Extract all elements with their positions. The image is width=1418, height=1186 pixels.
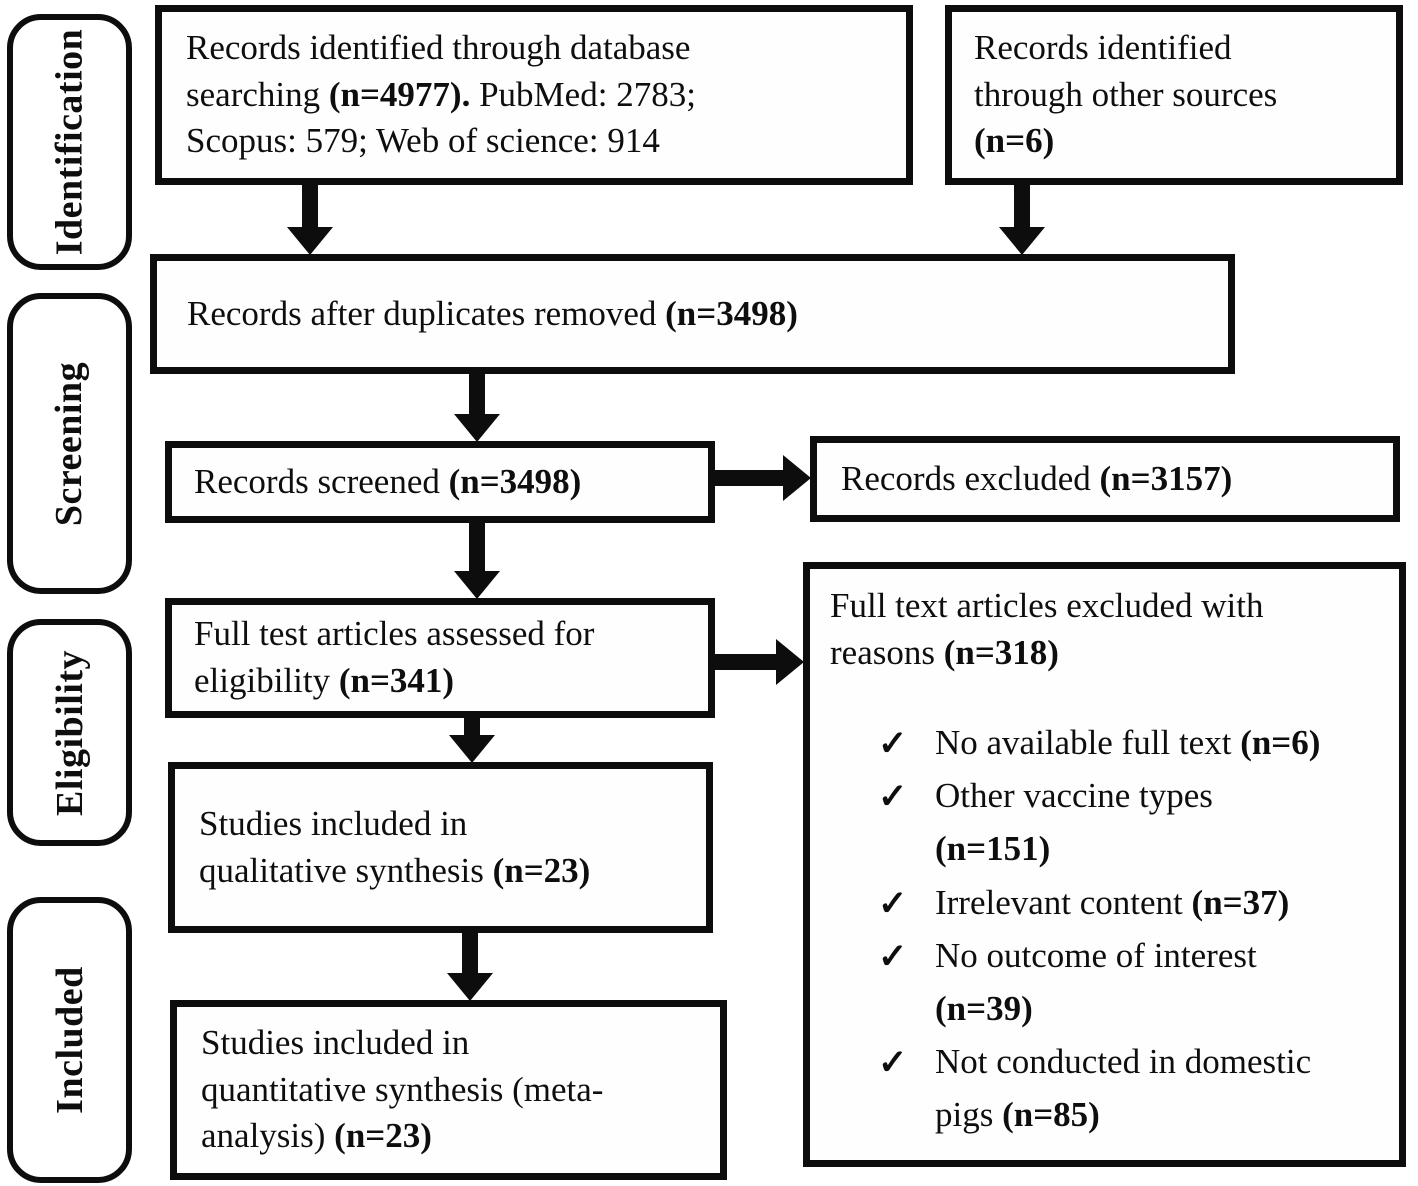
stage-included-label: Included (48, 966, 91, 1114)
count-n23-quant: (n=23) (334, 1116, 432, 1156)
count-n318: (n=318) (943, 632, 1059, 672)
box-other-sources-text: Records identified through other sources… (952, 12, 1287, 165)
box-qualitative-synthesis-text: Studies included in qualitative synthesi… (175, 801, 590, 894)
box-qualitative-synthesis: Studies included in qualitative synthesi… (168, 762, 713, 933)
stage-screening: Screening (7, 293, 132, 594)
text-segment: Not conducted in domestic pigs (935, 1042, 1312, 1135)
arrow-shaft (1014, 185, 1030, 227)
text-segment: Studies included in qualitative synthesi… (199, 803, 484, 890)
box-duplicates-removed: Records after duplicates removed (n=3498… (150, 254, 1235, 374)
arrow-shaft (715, 470, 783, 486)
arrow-head (783, 455, 811, 501)
box-database-search-text: Records identified through database sear… (162, 12, 714, 165)
check-icon: ✓ (878, 777, 908, 817)
box-database-search: Records identified through database sear… (155, 5, 913, 185)
text-segment: Full text articles excluded with reasons (830, 586, 1264, 672)
count-n37: (n=37) (1191, 882, 1290, 922)
count-n6: (n=6) (974, 121, 1055, 161)
fulltext-excluded-title: Full text articles excluded with reasons… (830, 583, 1320, 676)
stage-eligibility-label: Eligibility (48, 649, 91, 816)
box-fulltext-excluded-reasons: Full text articles excluded with reasons… (803, 562, 1406, 1167)
stage-included: Included (7, 897, 132, 1183)
arrow-qualitative-to-quantitative (447, 933, 493, 1001)
list-item: ✓ No outcome of interest (n=39) (878, 929, 1320, 1035)
list-item: ✓ Not conducted in domestic pigs (n=85) (878, 1035, 1320, 1141)
count-n3498: (n=3498) (665, 293, 798, 333)
arrow-fulltext-to-excluded (715, 639, 804, 685)
list-item: ✓ Other vaccine types (n=151) (878, 769, 1320, 875)
arrow-shaft (464, 718, 480, 735)
box-records-screened: Records screened (n=3498) (165, 441, 715, 523)
count-n6-reason: (n=6) (1240, 723, 1321, 763)
box-quantitative-synthesis-text: Studies included in quantitative synthes… (177, 1020, 603, 1160)
arrow-shaft (462, 933, 478, 973)
text-segment: Records screened (194, 461, 449, 501)
text-segment: Other vaccine types (935, 776, 1213, 816)
arrow-head (447, 973, 493, 1001)
check-icon: ✓ (878, 936, 908, 976)
stage-identification-label: Identification (48, 28, 91, 256)
check-icon: ✓ (878, 724, 908, 764)
arrow-shaft (302, 185, 318, 227)
arrow-sources-to-duplicates (999, 185, 1045, 255)
count-n341: (n=341) (338, 661, 455, 700)
arrow-head (287, 227, 333, 255)
stage-screening-label: Screening (48, 361, 91, 526)
count-n151: (n=151) (935, 829, 1051, 869)
arrow-duplicates-to-screened (454, 374, 500, 442)
arrow-fulltext-to-qualitative (449, 718, 495, 763)
box-fulltext-assessed-text: Full test articles assessed for eligibil… (172, 611, 594, 704)
text-segment: Full test articles assessed for eligibil… (194, 614, 595, 700)
text-segment: No available full text (935, 723, 1241, 763)
text-segment: Studies included in quantitative synthes… (201, 1023, 604, 1156)
stage-identification: Identification (7, 14, 132, 270)
check-icon: ✓ (878, 1043, 908, 1083)
box-other-sources: Records identified through other sources… (945, 5, 1403, 185)
box-records-excluded-text: Records excluded (n=3157) (817, 456, 1232, 503)
count-n23-qual: (n=23) (492, 850, 591, 890)
count-n4977: (n=4977). (328, 74, 471, 114)
arrow-database-to-duplicates (287, 185, 333, 255)
text-segment: Records identified through database sear… (186, 28, 691, 114)
arrow-shaft (715, 654, 776, 670)
arrow-head (776, 639, 804, 685)
arrow-head (449, 735, 495, 763)
box-fulltext-assessed: Full test articles assessed for eligibil… (165, 598, 715, 718)
arrow-head (454, 414, 500, 442)
count-n3498-screened: (n=3498) (448, 461, 582, 501)
stage-eligibility: Eligibility (7, 619, 132, 846)
arrow-screened-to-excluded (715, 455, 811, 501)
box-quantitative-synthesis: Studies included in quantitative synthes… (170, 1000, 727, 1180)
exclusion-reason-list: ✓ No available full text (n=6) ✓ Other vac… (830, 716, 1320, 1142)
arrow-shaft (469, 374, 485, 414)
text-segment: Records after duplicates removed (187, 293, 666, 333)
arrow-shaft (469, 523, 485, 571)
box-records-screened-text: Records screened (n=3498) (172, 459, 581, 506)
text-segment: PubMed: 2783; Scopus: 579; Web of scienc… (186, 74, 696, 161)
arrow-head (999, 227, 1045, 255)
check-icon: ✓ (878, 883, 908, 923)
text-segment: No outcome of interest (935, 935, 1257, 975)
count-n85: (n=85) (1002, 1095, 1100, 1135)
arrow-screened-to-fulltext (454, 523, 500, 599)
count-n39: (n=39) (935, 989, 1033, 1029)
text-segment: Records identified through other sources (974, 28, 1278, 114)
box-records-excluded: Records excluded (n=3157) (810, 436, 1400, 522)
fulltext-excluded-content: Full text articles excluded with reasons… (810, 569, 1328, 1142)
list-item: ✓ No available full text (n=6) (878, 716, 1320, 769)
text-segment: Records excluded (841, 458, 1100, 498)
count-n3157: (n=3157) (1099, 458, 1233, 498)
box-duplicates-removed-text: Records after duplicates removed (n=3498… (157, 291, 798, 338)
arrow-head (454, 571, 500, 599)
list-item: ✓ Irrelevant content (n=37) (878, 876, 1320, 929)
text-segment: Irrelevant content (935, 882, 1192, 922)
